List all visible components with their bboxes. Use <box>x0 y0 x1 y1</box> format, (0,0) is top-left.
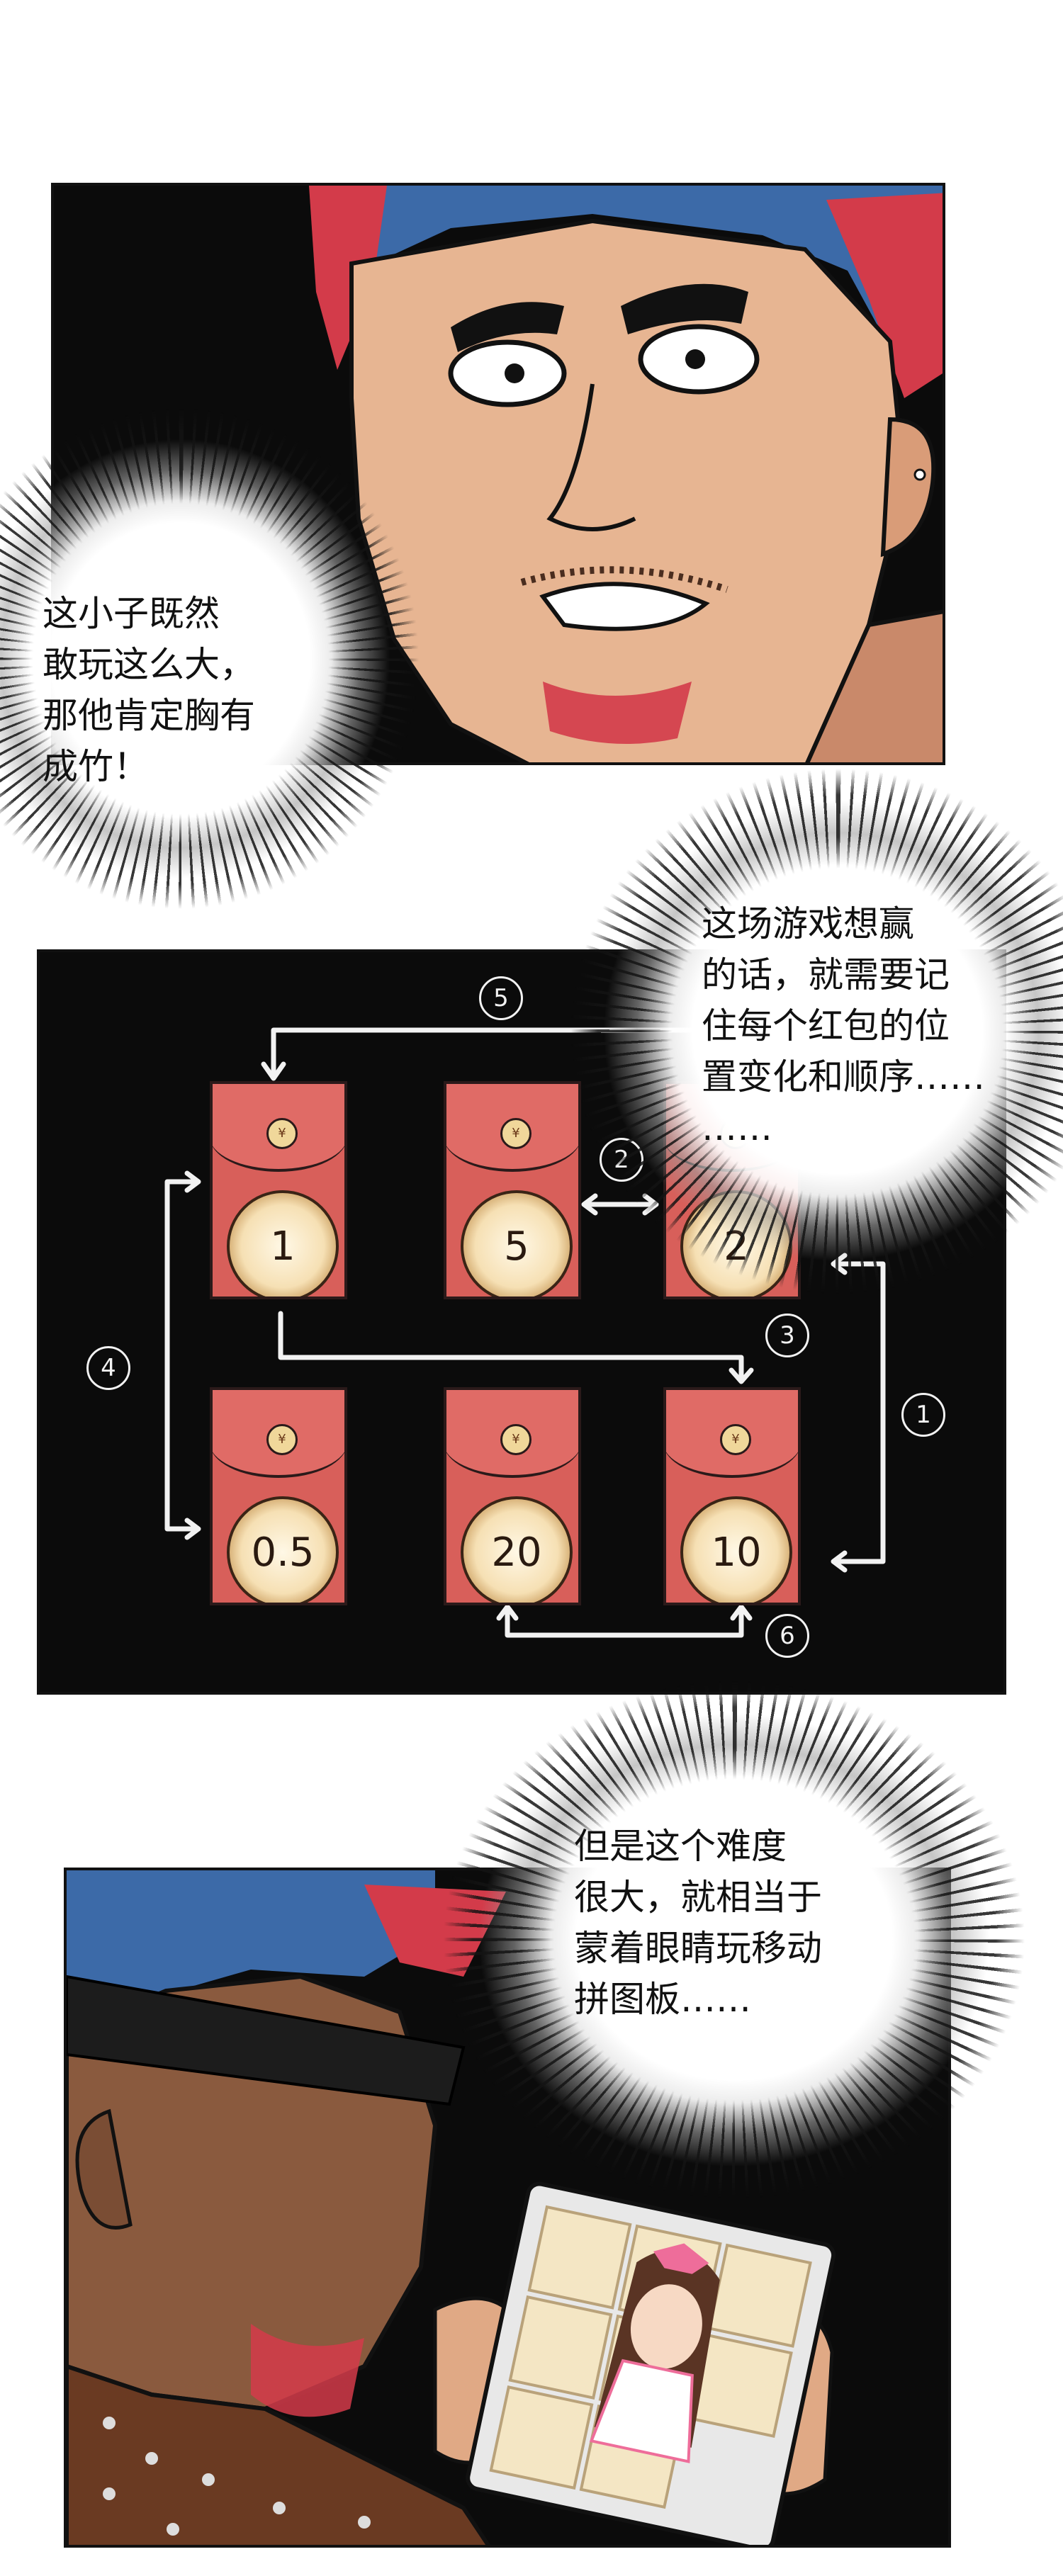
envelope-coin: 10 <box>680 1496 792 1603</box>
step-marker-1: 1 <box>901 1393 945 1437</box>
envelope-value: 10 <box>711 1529 762 1576</box>
speech-text-1: 这小子既然 敢玩这么大， 那他肯定胸有 成竹！ <box>43 593 255 787</box>
speech-burst-1 <box>0 439 390 879</box>
step-marker-6: 6 <box>765 1614 809 1658</box>
envelope-value: 20 <box>491 1529 542 1576</box>
envelope-seal-icon: ¥ <box>266 1118 298 1149</box>
envelope-coin: 5 <box>461 1190 573 1297</box>
envelope-seal-icon: ¥ <box>720 1424 751 1455</box>
red-envelope-5[interactable]: ¥ 20 <box>444 1387 581 1605</box>
speech-text-3: 但是这个难度 很大，就相当于 蒙着眼睛玩移动 拼图板…… <box>574 1826 822 2020</box>
red-envelope-2[interactable]: ¥ 5 <box>444 1081 581 1299</box>
step-marker-4: 4 <box>86 1346 130 1390</box>
speech-burst-3 <box>479 1713 989 2167</box>
speech-text-2: 这场游戏想赢 的话，就需要记 住每个红包的位 置变化和顺序…… …… <box>702 903 985 1148</box>
envelope-seal-icon: ¥ <box>500 1424 532 1455</box>
envelope-value: 5 <box>504 1223 529 1270</box>
step-marker-5: 5 <box>479 976 523 1020</box>
envelope-coin: 0.5 <box>227 1496 339 1603</box>
envelope-coin: 20 <box>461 1496 573 1603</box>
envelope-value: 0.5 <box>251 1529 315 1576</box>
speech-burst-2 <box>604 801 1063 1261</box>
red-envelope-6[interactable]: ¥ 10 <box>663 1387 801 1605</box>
envelope-value: 1 <box>270 1223 296 1270</box>
envelope-coin: 1 <box>227 1190 339 1297</box>
envelope-seal-icon: ¥ <box>500 1118 532 1149</box>
step-marker-3: 3 <box>765 1314 809 1357</box>
red-envelope-1[interactable]: ¥ 1 <box>210 1081 347 1299</box>
envelope-seal-icon: ¥ <box>266 1424 298 1455</box>
red-envelope-4[interactable]: ¥ 0.5 <box>210 1387 347 1605</box>
panel-envelope-diagram: ¥ 1 ¥ 5 ¥ 2 ¥ 0.5 ¥ 20 ¥ 10 1 2 3 4 5 6 <box>37 949 1006 1695</box>
